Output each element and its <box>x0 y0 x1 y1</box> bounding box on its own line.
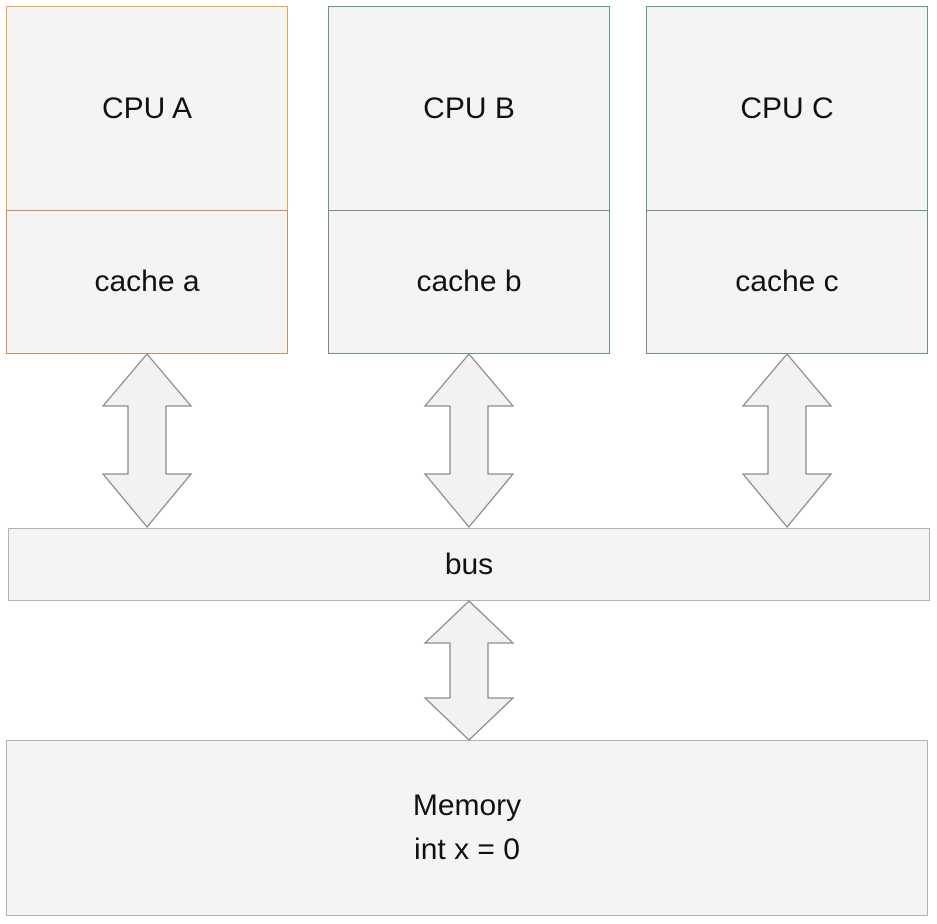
cpu-c-label: CPU C <box>740 91 834 125</box>
cache-a-label: cache a <box>94 265 200 298</box>
cpu-c-box: CPU C <box>646 6 928 211</box>
bus-box: bus <box>8 528 930 601</box>
memory-label: Memory <box>412 789 522 822</box>
cache-b-box: cache b <box>328 210 610 354</box>
cpu-a-label: CPU A <box>101 91 193 125</box>
memory-value: int x = 0 <box>414 833 520 866</box>
double-arrow-icon-cache-c-bus <box>741 352 833 529</box>
cache-c-label: cache c <box>735 265 839 298</box>
double-arrow-icon-cache-b-bus <box>423 352 515 529</box>
cpu-b-label: CPU B <box>423 91 515 125</box>
cache-a-box: cache a <box>6 210 288 354</box>
cpu-a-box: CPU A <box>6 6 288 211</box>
double-arrow-icon-bus-memory <box>423 600 515 741</box>
cache-c-box: cache c <box>646 210 928 354</box>
double-arrow-icon-cache-a-bus <box>101 352 193 529</box>
memory-text: Memory int x = 0 <box>413 784 521 872</box>
cpu-b-box: CPU B <box>328 6 610 211</box>
memory-box: Memory int x = 0 <box>6 740 928 916</box>
bus-label: bus <box>444 547 494 581</box>
cache-b-label: cache b <box>416 265 522 298</box>
